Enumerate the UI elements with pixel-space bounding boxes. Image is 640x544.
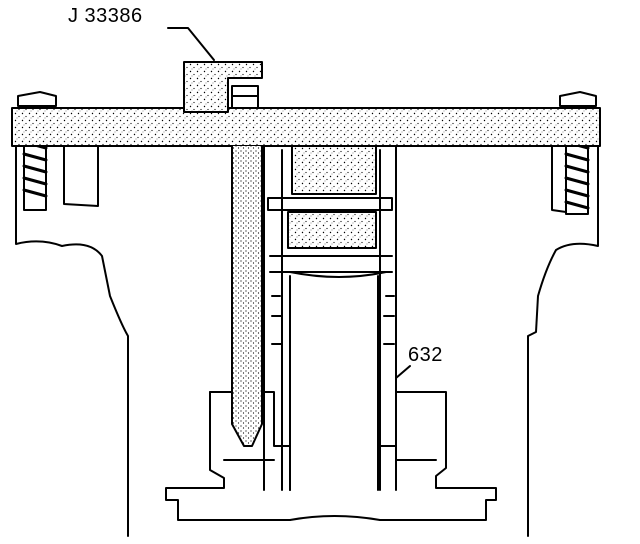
tool-leg bbox=[231, 145, 263, 447]
tool-label: J 33386 bbox=[68, 5, 143, 27]
tool-crossbar bbox=[11, 107, 601, 147]
part-callout-leader bbox=[395, 365, 411, 393]
lower-base bbox=[165, 391, 497, 521]
housing-right-wall bbox=[527, 145, 599, 537]
shaft-assembly bbox=[263, 145, 397, 491]
tool-top-block bbox=[183, 61, 263, 113]
housing-left-wall bbox=[15, 145, 129, 537]
tool-callout-leader bbox=[167, 27, 215, 61]
housing-right-inner-pocket bbox=[551, 145, 567, 213]
housing-left-inner-pocket bbox=[63, 145, 99, 207]
part-label: 632 bbox=[408, 344, 443, 366]
